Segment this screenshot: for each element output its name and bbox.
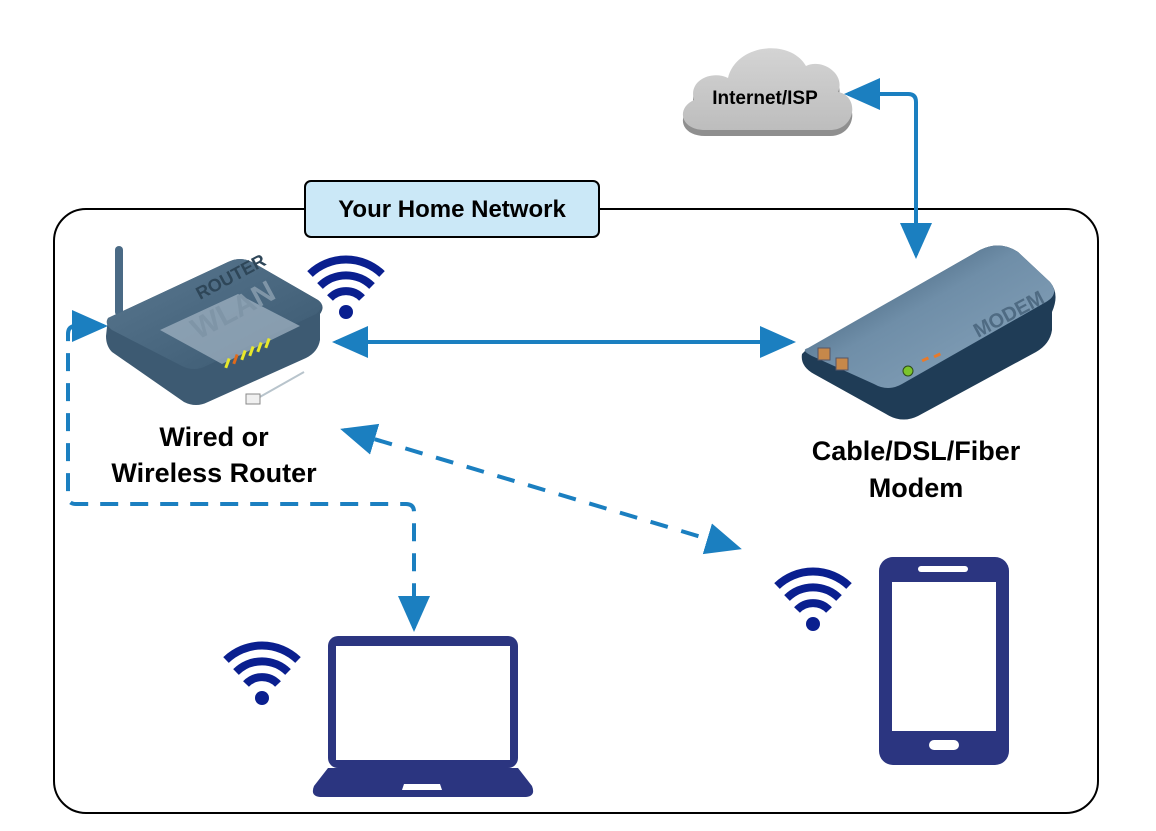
router-wifi-icon — [307, 255, 385, 319]
laptop-icon — [312, 636, 534, 797]
modem-port-2 — [835, 357, 849, 371]
router-icon: ROUTER WLAN — [106, 246, 323, 405]
group-title-badge: Your Home Network — [304, 180, 600, 238]
modem-label-line1: Cable/DSL/Fiber — [812, 436, 1021, 466]
internet-label: Internet/ISP — [712, 88, 818, 109]
router-label-line2: Wireless Router — [111, 458, 317, 488]
router-label-line1: Wired or — [159, 422, 269, 452]
laptop-wifi-icon — [223, 641, 301, 705]
router-phone-connection — [340, 423, 742, 555]
modem-port-1 — [817, 347, 831, 361]
smartphone-icon — [879, 557, 1009, 765]
modem-icon: MODEM — [801, 245, 1056, 420]
modem-label-line2: Modem — [869, 473, 964, 503]
modem-internet-connection — [844, 78, 932, 259]
modem-power-led — [902, 365, 914, 377]
ethernet-cable-icon — [245, 371, 305, 405]
phone-wifi-icon — [774, 567, 852, 631]
router-status-leds — [224, 337, 271, 369]
cloud-icon — [682, 48, 853, 136]
group-title: Your Home Network — [338, 196, 566, 223]
